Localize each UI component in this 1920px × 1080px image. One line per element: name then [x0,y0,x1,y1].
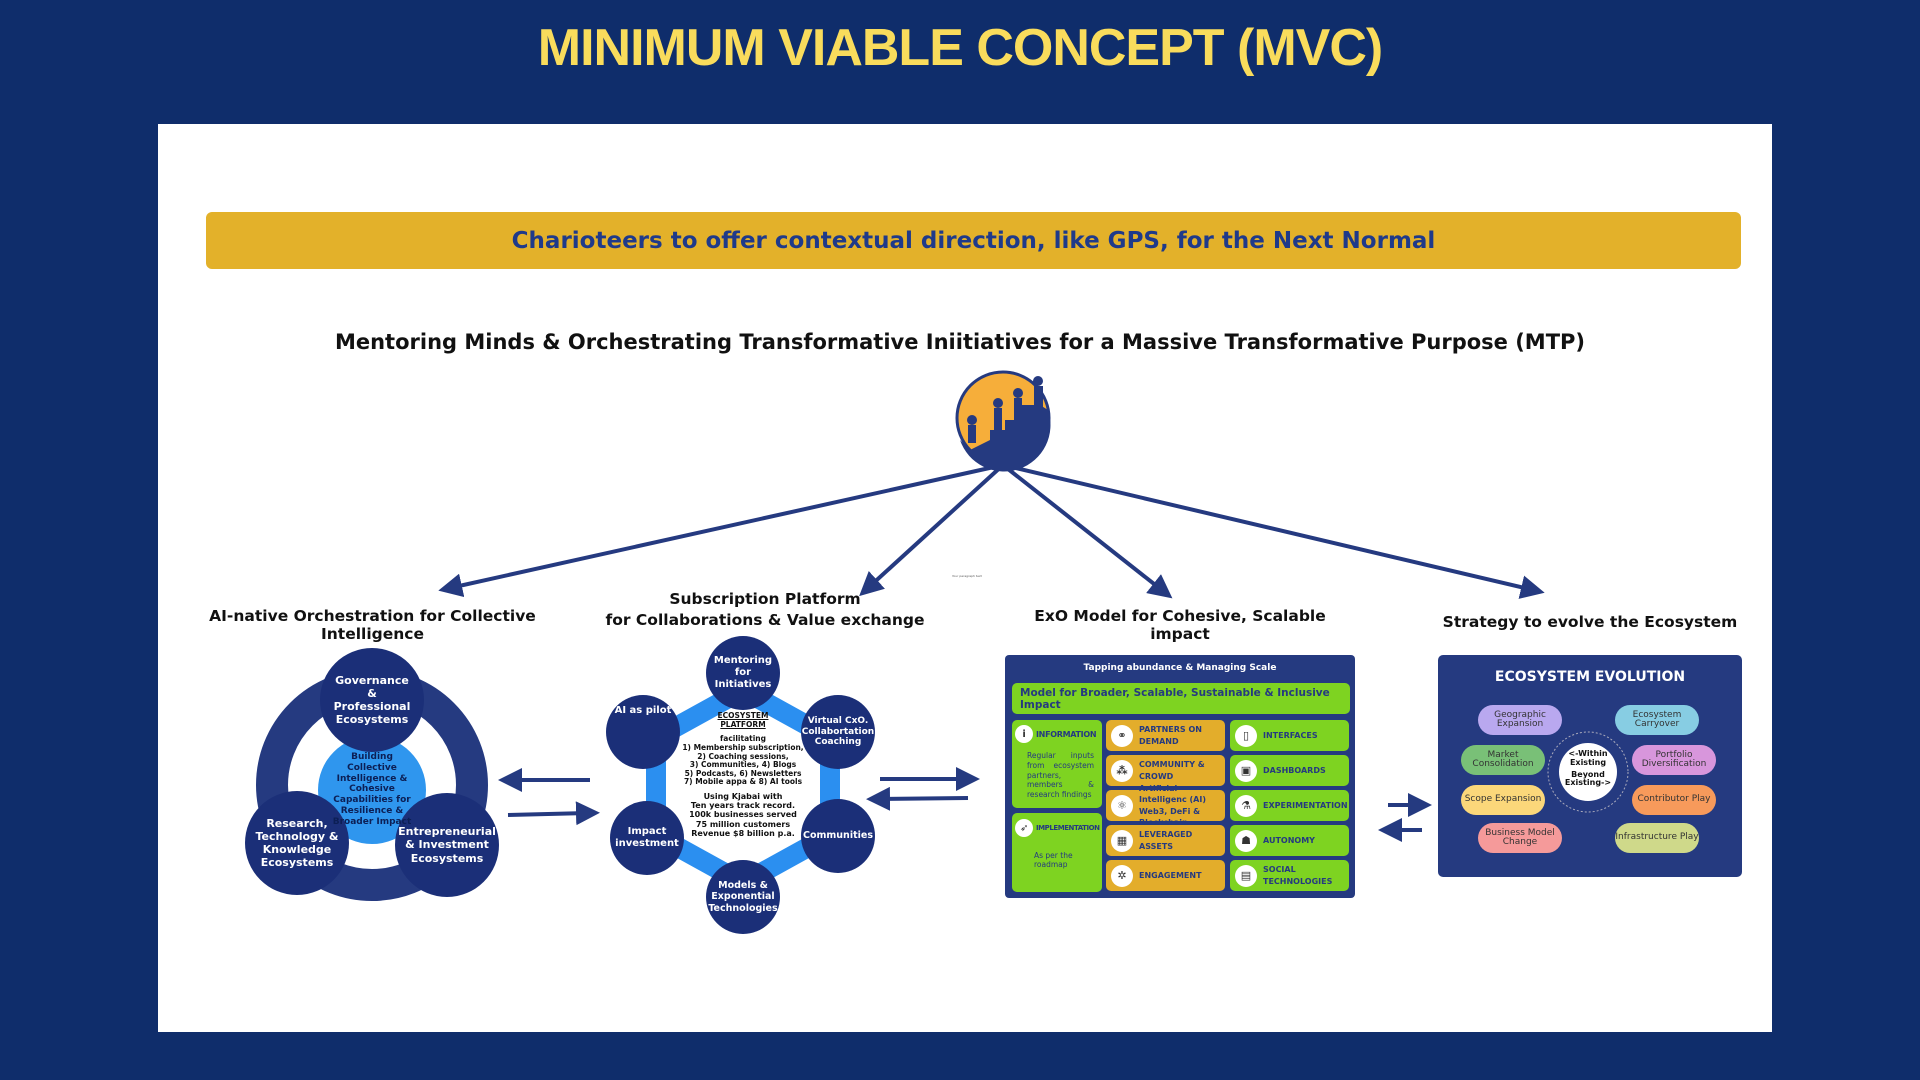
arrow-to-exo [1001,463,1173,599]
exo-implementation: ➶IMPLEMENTATION As per the roadmap [1012,813,1102,892]
exo-cell-label: SOCIAL TECHNOLOGIES [1263,865,1333,886]
exo-cell-label: COMMUNITY & CROWD [1139,760,1205,781]
section-title-ai: AI-native Orchestration for Collective I… [209,607,536,643]
info-label: INFORMATION [1036,729,1097,739]
exo-right-cell: ☗ AUTONOMY [1230,825,1349,856]
exo-cell-label: ENGAGEMENT [1139,870,1202,880]
exo-cell-label: DASHBOARDS [1263,765,1326,775]
exo-middle-cell: ⚛ Artificial Intelligenc (AI) Web3, DeFi … [1106,784,1225,827]
logo-icon [955,370,1051,472]
section-title-platform-2: for Collaborations & Value exchange [605,611,925,629]
exo-cell-icon: ⚭ [1111,724,1133,747]
exo-right-cell: ▣ DASHBOARDS [1230,755,1349,786]
eco-bubble: Business Model Change [1478,823,1562,853]
cycle-center: Building Collective Intelligence & Cohes… [332,752,412,827]
arrow-right-1 [507,801,600,826]
node-impact-investment: Impact investment [610,801,684,875]
exo-middle-cell: ▦ LEVERAGED ASSETS [1106,825,1225,856]
rocket-icon: ➶ [1015,819,1033,837]
facilitating-line: 1) Membership subscription, [682,742,804,752]
exo-bar: Model for Broader, Scalable, Sustainable… [1012,683,1350,714]
node-virtual-cxo: Virtual CxO. Collabortation Coaching [801,695,875,769]
facilitating-line: facilitating [720,734,766,744]
page-title: MINIMUM VIABLE CONCEPT (MVC) [537,19,1383,77]
exo-cell-icon: ⚛ [1111,794,1133,817]
platform-heading-2: PLATFORM [720,719,766,729]
cycle-entrepreneurial: Entrepreneurial & Investment Ecosystems [395,793,499,897]
node-models: Models & Exponential Technologies [706,860,780,934]
stats-line: Using Kjabai with [703,792,783,801]
eco-bubble: Ecosystem Carryover [1615,705,1699,735]
impl-text: As per the roadmap [1034,851,1073,869]
section-title-exo: ExO Model for Cohesive, Scalable impact [1034,607,1326,643]
exo-right-cell: ▤ SOCIAL TECHNOLOGIES [1230,860,1349,891]
exo-cell-label: PARTNERS ON DEMAND [1139,725,1202,746]
cycle-governance: Governance & Professional Ecosystems [320,648,424,752]
impl-label: IMPLEMENTATION [1036,824,1100,832]
ecosystem-evolution-box: ECOSYSTEM EVOLUTION <-Within Existing Be… [1438,655,1742,877]
exo-right-cell: ▯ INTERFACES [1230,720,1349,751]
facilitating-line: 7) Mobile appa & 8) AI tools [683,777,803,787]
cycle-research: Research, Technology & Knowledge Ecosyst… [245,791,349,895]
stats-line: 75 million customers [695,819,791,829]
stats-line: Ten years track record. [690,801,796,811]
exo-middle-cell: ⁂ COMMUNITY & CROWD [1106,755,1225,786]
exo-cell-icon: ▦ [1111,829,1133,852]
exo-cell-label: INTERFACES [1263,730,1318,740]
exo-cell-icon: ⚗ [1235,794,1257,817]
eco-bubble: Infrastructure Play [1615,823,1699,853]
exo-middle-cell: ⚭ PARTNERS ON DEMAND [1106,720,1225,751]
facilitating-line: 5) Podcasts, 6) Newsletters [684,768,802,778]
eco-title: ECOSYSTEM EVOLUTION [1494,669,1686,685]
section-title-platform-1: Subscription Platform [669,590,861,608]
exo-cell-icon: ▣ [1235,759,1257,782]
exo-cell-label: LEVERAGED ASSETS [1139,830,1193,851]
eco-bubble: Geographic Expansion [1478,705,1562,735]
arrow-left-2 [866,786,969,811]
info-icon: i [1015,725,1033,743]
stats-line: 100k businesses served [689,810,797,820]
node-communities: Communities [801,799,875,873]
eco-bubble: Scope Expansion [1461,785,1545,815]
stats-line: Revenue $8 billion p.a. [691,828,795,838]
exo-cell-icon: ☗ [1235,829,1257,852]
facilitating-line: 3) Communities, 4) Blogs [689,760,797,770]
platform-heading-1: ECOSYSTEM [717,711,769,720]
eco-center-within: <-Within Existing [1568,749,1608,767]
eco-center-ring [1547,731,1629,813]
facilitating-line: 2) Coaching sessions, [697,751,789,761]
eco-bubble: Contributor Play [1632,785,1716,815]
arrow-to-strategy [1002,463,1545,599]
placeholder-text: Your paragraph text [952,574,982,578]
eco-bubble: Market Consolidation [1461,745,1545,775]
exo-cell-label: Artificial Intelligenc (AI) Web3, DeFi &… [1139,784,1207,827]
arrow-to-platform [859,463,1005,597]
exo-cell-icon: ▯ [1235,724,1257,747]
node-mentoring: Mentoring for Initiatives [706,636,780,710]
exo-cell-icon: ⁂ [1111,759,1133,782]
subtitle: Mentoring Minds & Orchestrating Transfor… [334,330,1586,354]
exo-header: Tapping abundance & Managing Scale [1083,663,1277,673]
exo-model-box: Tapping abundance & Managing Scale Model… [1005,655,1355,898]
exo-right-cell: ⚗ EXPERIMENTATION [1230,790,1349,821]
info-text: Regular inputs from ecosystem partners, … [1027,751,1094,799]
banner: Charioteers to offer contextual directio… [206,212,1741,269]
platform-text: ECOSYSTEM PLATFORM facilitating 1) Membe… [670,711,816,838]
eco-center-text: <-Within Existing Beyond Existing-> [1558,749,1618,788]
exo-middle-cell: ✲ ENGAGEMENT [1106,860,1225,891]
exo-cell-icon: ▤ [1235,864,1257,887]
node-ai-pilot: AI as pilot [606,695,680,769]
eco-center-beyond: Beyond Existing-> [1564,769,1612,788]
exo-cell-label: AUTONOMY [1263,835,1315,845]
eco-bubble: Portfolio Diversification [1632,745,1716,775]
exo-cell-label: EXPERIMENTATION [1263,800,1348,810]
arrow-to-ai [438,463,1004,598]
section-title-strategy: Strategy to evolve the Ecosystem [1442,613,1738,631]
exo-cell-icon: ✲ [1111,864,1133,887]
